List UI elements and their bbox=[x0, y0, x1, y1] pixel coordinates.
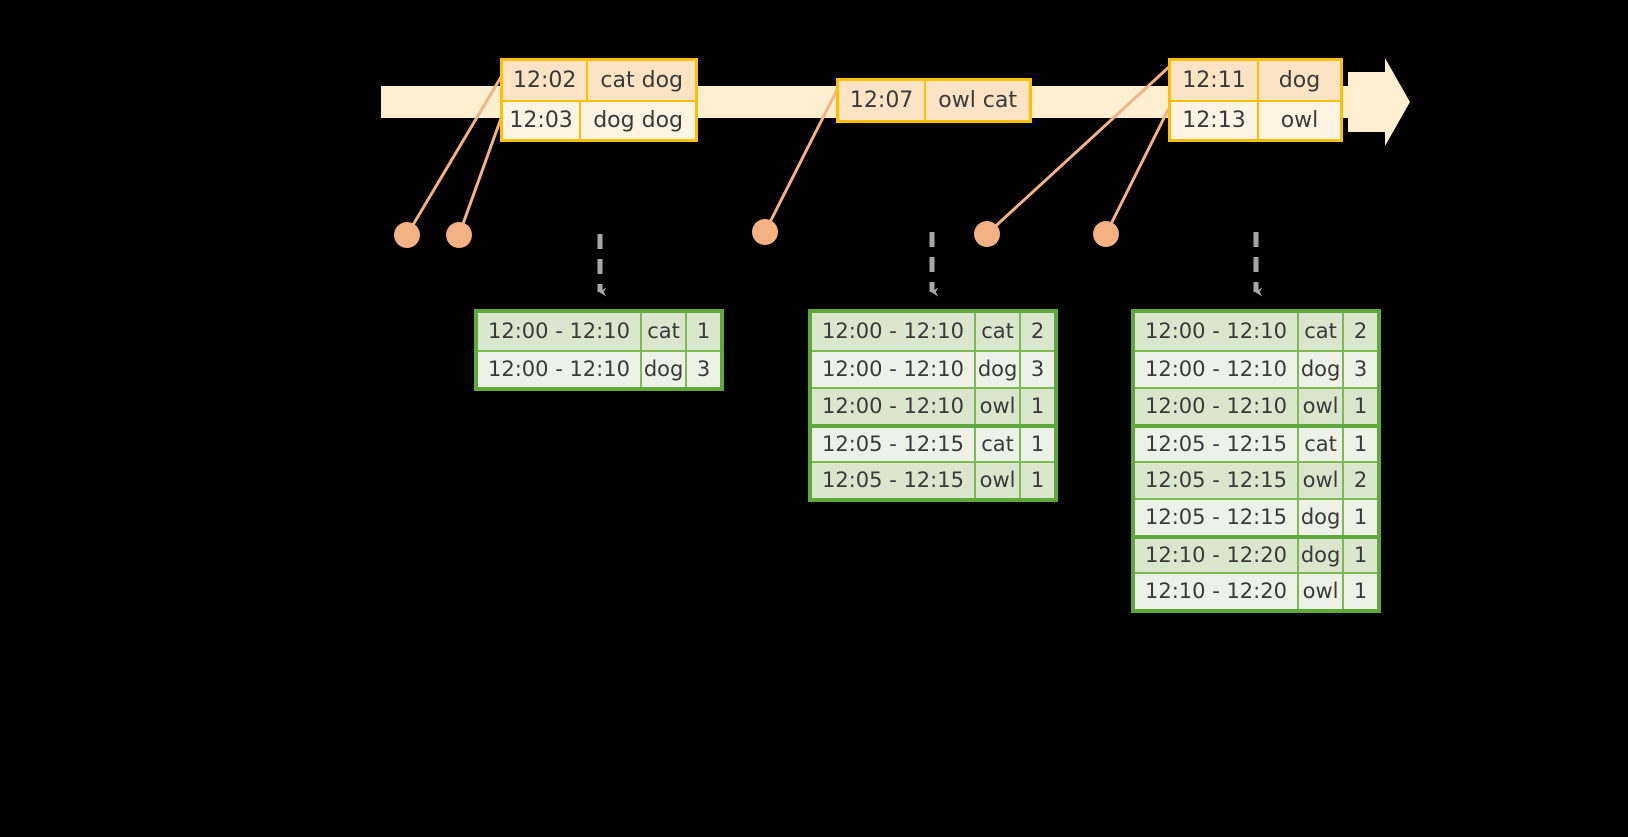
count-cell: 3 bbox=[1030, 357, 1045, 381]
connector-12-02 bbox=[405, 71, 506, 236]
event-row: 12:07 owl cat bbox=[839, 81, 1029, 120]
count-cell: 1 bbox=[1353, 394, 1368, 418]
event-row: 12:02 cat dog bbox=[503, 61, 695, 100]
key-cell: dog bbox=[642, 352, 688, 387]
count-cell: 2 bbox=[1353, 319, 1368, 343]
event-timestamp: 12:13 bbox=[1171, 102, 1259, 139]
key-cell: cat bbox=[642, 313, 688, 350]
event-payload: dog bbox=[1278, 67, 1321, 93]
event-row: 12:11 dog bbox=[1171, 61, 1340, 100]
event-payload: owl bbox=[1280, 107, 1319, 133]
event-payload: cat dog bbox=[600, 67, 683, 93]
event-dot-group bbox=[394, 219, 1119, 248]
key-cell: dog bbox=[1299, 539, 1345, 572]
connector-12-07 bbox=[763, 87, 840, 233]
window-cell: 12:00 - 12:10 bbox=[812, 352, 976, 387]
count-cell: 3 bbox=[696, 357, 711, 381]
count-cell: 1 bbox=[1030, 432, 1045, 456]
window-cell: 12:05 - 12:15 bbox=[812, 463, 976, 498]
event-dot-12-02 bbox=[394, 222, 420, 248]
count-cell: 1 bbox=[1030, 394, 1045, 418]
count-cell: 1 bbox=[1353, 432, 1368, 456]
window-cell: 12:00 - 12:10 bbox=[812, 313, 976, 350]
count-cell: 2 bbox=[1030, 319, 1045, 343]
window-cell: 12:05 - 12:15 bbox=[1135, 500, 1299, 535]
key-cell: dog bbox=[976, 352, 1022, 387]
count-cell: 1 bbox=[1353, 543, 1368, 567]
window-cell: 12:10 - 12:20 bbox=[1135, 539, 1299, 572]
event-timestamp: 12:11 bbox=[1171, 61, 1259, 100]
event-dot-12-03 bbox=[446, 222, 472, 248]
key-cell: owl bbox=[1299, 463, 1345, 498]
connector-12-13 bbox=[1104, 105, 1172, 235]
window-cell: 12:00 - 12:10 bbox=[1135, 352, 1299, 387]
key-cell: cat bbox=[1299, 428, 1345, 461]
window-cell: 12:00 - 12:10 bbox=[478, 352, 642, 387]
event-dot-12-11 bbox=[974, 221, 1000, 247]
count-cell: 2 bbox=[1353, 468, 1368, 492]
event-group-1: 12:02 cat dog 12:03 dog dog bbox=[500, 58, 698, 142]
window-cell: 12:00 - 12:10 bbox=[812, 389, 976, 424]
key-cell: owl bbox=[1299, 389, 1345, 424]
emit-arrow-group bbox=[597, 232, 1263, 297]
event-timestamp: 12:07 bbox=[839, 81, 927, 120]
connector-12-03 bbox=[457, 109, 506, 236]
event-group-2: 12:07 owl cat bbox=[836, 78, 1032, 123]
key-cell: owl bbox=[1299, 574, 1345, 609]
key-cell: owl bbox=[976, 389, 1022, 424]
window-cell: 12:00 - 12:10 bbox=[1135, 313, 1299, 350]
event-row: 12:13 owl bbox=[1171, 100, 1340, 139]
count-cell: 1 bbox=[1030, 468, 1045, 492]
event-timestamp: 12:03 bbox=[503, 102, 582, 139]
window-cell: 12:05 - 12:15 bbox=[1135, 463, 1299, 498]
window-cell: 12:05 - 12:15 bbox=[812, 428, 976, 461]
event-row: 12:03 dog dog bbox=[503, 100, 695, 139]
event-dot-12-13 bbox=[1093, 221, 1119, 247]
count-cell: 3 bbox=[1353, 357, 1368, 381]
window-cell: 12:00 - 12:10 bbox=[1135, 389, 1299, 424]
count-cell: 1 bbox=[1353, 505, 1368, 529]
event-timestamp: 12:02 bbox=[503, 61, 589, 100]
event-group-3: 12:11 dog 12:13 owl bbox=[1168, 58, 1343, 142]
count-cell: 1 bbox=[696, 319, 711, 343]
key-cell: cat bbox=[976, 313, 1022, 350]
event-payload: dog dog bbox=[593, 107, 683, 133]
window-cell: 12:10 - 12:20 bbox=[1135, 574, 1299, 609]
event-dot-12-07 bbox=[752, 219, 778, 245]
count-cell: 1 bbox=[1353, 579, 1368, 603]
event-payload: owl cat bbox=[938, 87, 1017, 113]
key-cell: dog bbox=[1299, 500, 1345, 535]
key-cell: cat bbox=[1299, 313, 1345, 350]
window-cell: 12:05 - 12:15 bbox=[1135, 428, 1299, 461]
window-cell: 12:00 - 12:10 bbox=[478, 313, 642, 350]
key-cell: cat bbox=[976, 428, 1022, 461]
key-cell: owl bbox=[976, 463, 1022, 498]
key-cell: dog bbox=[1299, 352, 1345, 387]
